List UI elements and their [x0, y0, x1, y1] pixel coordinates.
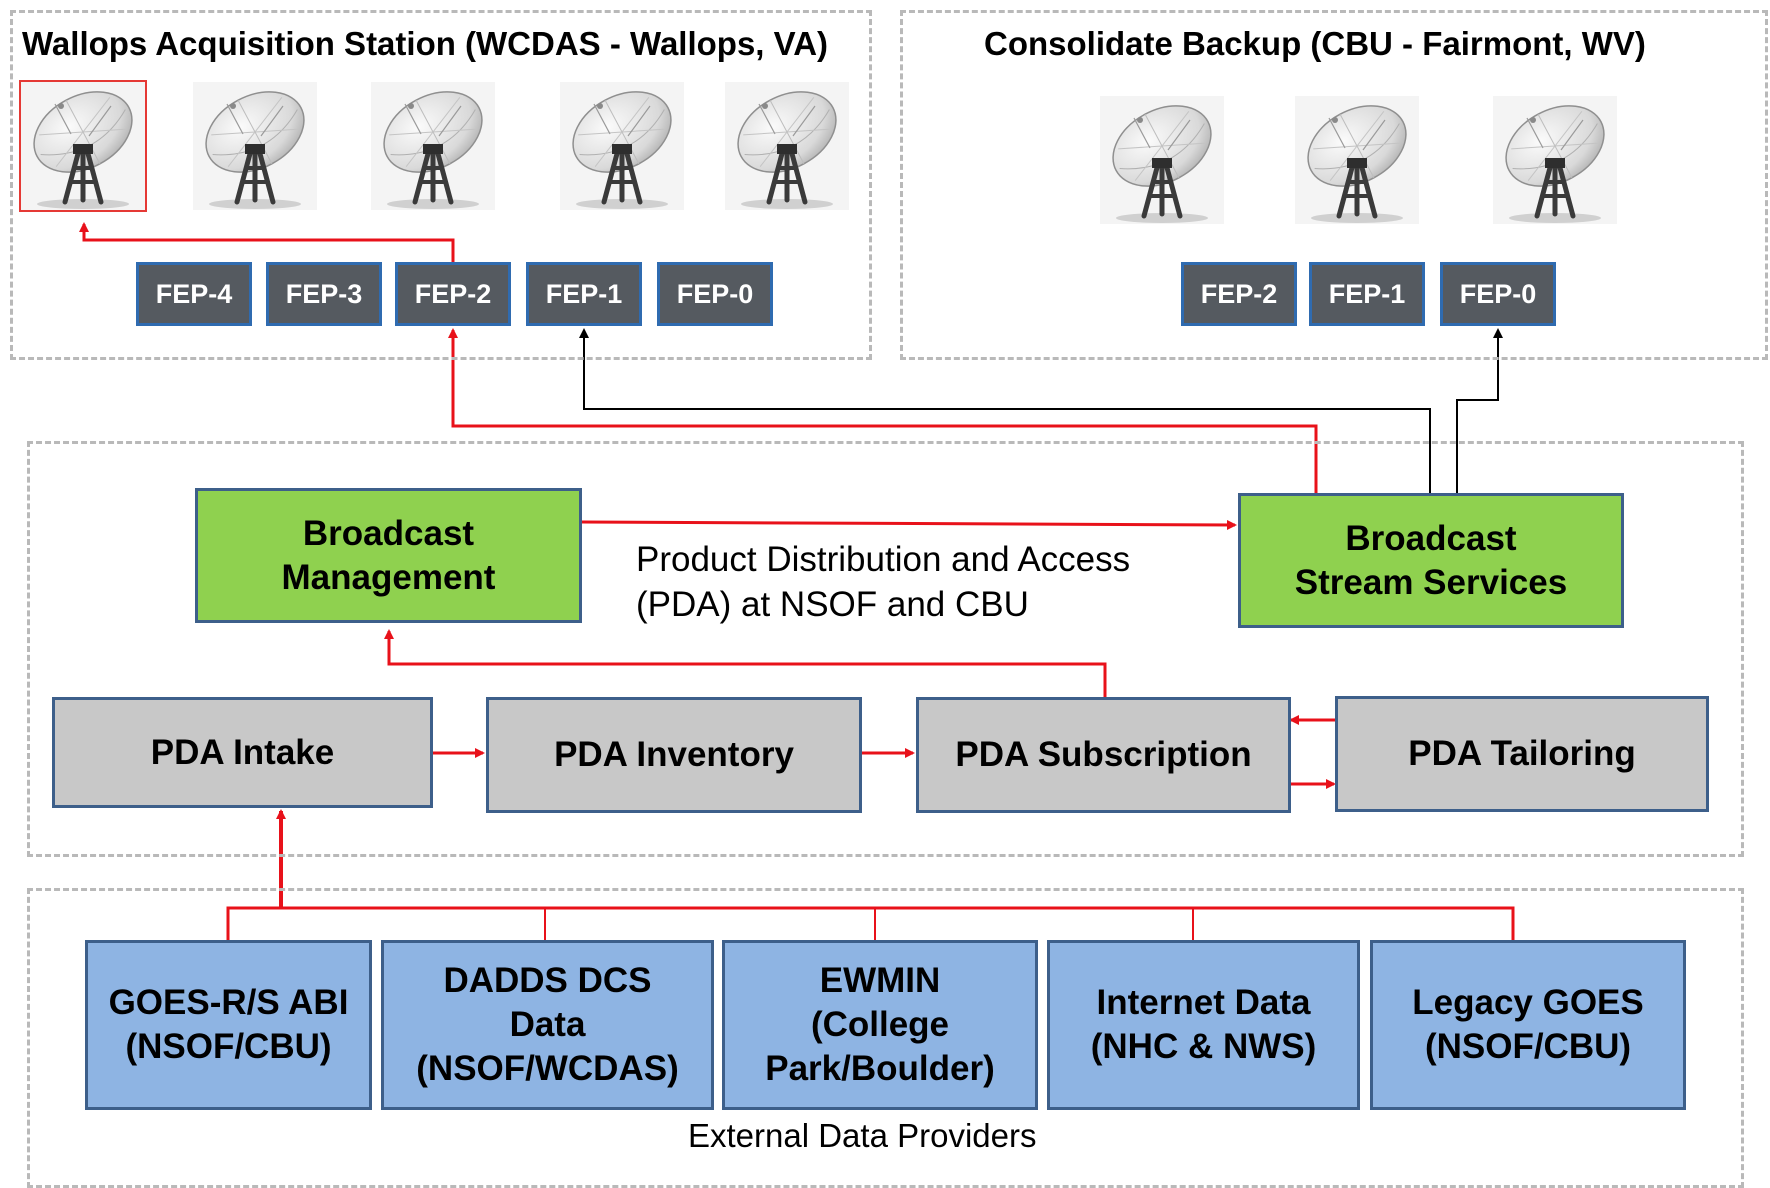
wcdas-region — [10, 10, 872, 360]
pda-tailoring-box[interactable]: PDA Tailoring — [1335, 696, 1709, 812]
cbu-fep-0[interactable]: FEP-0 — [1440, 262, 1556, 326]
cbu-fep-2[interactable]: FEP-2 — [1181, 262, 1297, 326]
cbu-fep-1[interactable]: FEP-1 — [1309, 262, 1425, 326]
wcdas-fep-3[interactable]: FEP-3 — [266, 262, 382, 326]
pda-label: Product Distribution and Access (PDA) at… — [636, 540, 1131, 624]
wcdas-fep-4[interactable]: FEP-4 — [136, 262, 252, 326]
cbu-region — [900, 10, 1768, 360]
satellite-dish-icon[interactable] — [193, 82, 317, 210]
provider-dadds-dcs[interactable]: DADDS DCS Data (NSOF/WCDAS) — [381, 940, 714, 1110]
pda-intake-box[interactable]: PDA Intake — [52, 697, 433, 808]
provider-internet-data[interactable]: Internet Data (NHC & NWS) — [1047, 940, 1360, 1110]
arrow-subscription-to-bm — [384, 629, 1107, 699]
external-providers-label: External Data Providers — [688, 1117, 1037, 1154]
provider-ewmin[interactable]: EWMIN (College Park/Boulder) — [722, 940, 1038, 1110]
arrow-bss-to-wcdas-fep1 — [579, 328, 1431, 494]
broadcast-stream-services-box[interactable]: Broadcast Stream Services — [1238, 493, 1624, 628]
pda-inventory-box[interactable]: PDA Inventory — [486, 697, 862, 813]
provider-legacy-goes[interactable]: Legacy GOES (NSOF/CBU) — [1370, 940, 1686, 1110]
pda-subscription-box[interactable]: PDA Subscription — [916, 697, 1291, 813]
arrow-fep2-to-dish — [79, 222, 455, 263]
wcdas-fep-2[interactable]: FEP-2 — [395, 262, 511, 326]
wcdas-fep-1[interactable]: FEP-1 — [526, 262, 642, 326]
wcdas-fep-0[interactable]: FEP-0 — [657, 262, 773, 326]
provider-bus — [226, 906, 1515, 940]
provider-goes-r-abi[interactable]: GOES-R/S ABI (NSOF/CBU) — [85, 940, 372, 1110]
arrow-bm-to-bss — [580, 519, 1237, 530]
satellite-dish-icon[interactable] — [1100, 96, 1224, 224]
satellite-dish-icon[interactable] — [19, 80, 147, 212]
wcdas-title: Wallops Acquisition Station (WCDAS - Wal… — [22, 25, 829, 62]
arrow-bss-to-wcdas-fep2 — [448, 328, 1318, 494]
satellite-dish-icon[interactable] — [560, 82, 684, 210]
satellite-dish-icon[interactable] — [725, 82, 849, 210]
satellite-dish-icon[interactable] — [371, 82, 495, 210]
cbu-title: Consolidate Backup (CBU - Fairmont, WV) — [984, 25, 1646, 62]
arrow-bss-to-cbu-fep0 — [1456, 328, 1503, 494]
flow-connectors — [79, 222, 1515, 940]
satellite-dish-icon[interactable] — [1493, 96, 1617, 224]
pda-region — [27, 441, 1744, 857]
satellite-dish-icon[interactable] — [1295, 96, 1419, 224]
broadcast-management-box[interactable]: Broadcast Management — [195, 488, 582, 623]
